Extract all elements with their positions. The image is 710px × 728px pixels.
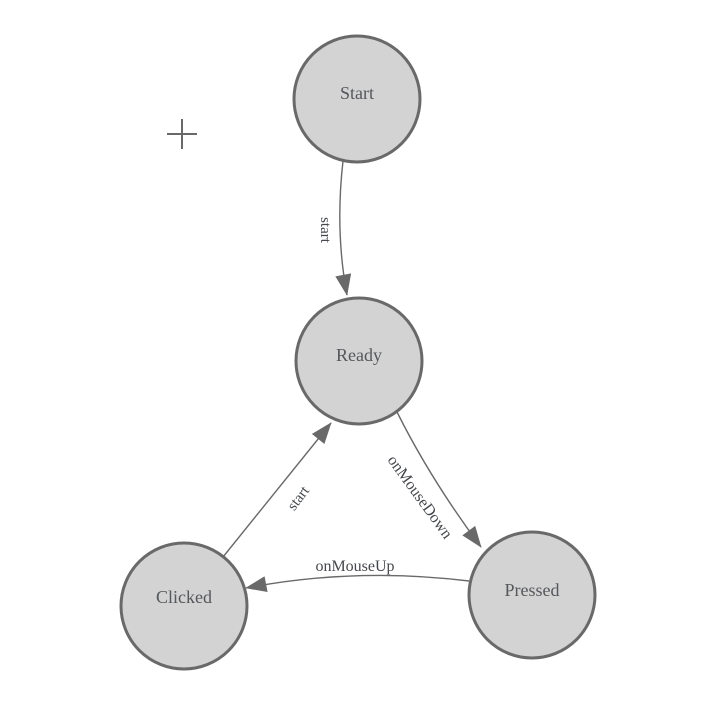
state-label: Clicked <box>156 587 212 607</box>
state-circle <box>119 541 249 671</box>
transition-label: start <box>285 483 314 514</box>
transition-label: onMouseUp <box>315 558 394 575</box>
transition-path[interactable] <box>222 422 332 558</box>
transition-clicked-to-ready[interactable]: start <box>222 422 332 558</box>
transition-label: onMouseDown <box>384 452 456 542</box>
state-label: Pressed <box>505 580 560 600</box>
transition-ready-to-pressed[interactable]: onMouseDown <box>384 411 482 548</box>
state-node-clicked[interactable]: Clicked <box>119 541 249 671</box>
transition-pressed-to-clicked[interactable]: onMouseUp <box>245 558 470 592</box>
state-label: Start <box>340 83 374 103</box>
transition-label: start <box>317 217 333 244</box>
state-node-start[interactable]: Start <box>292 34 422 164</box>
state-node-ready[interactable]: Ready <box>294 296 424 426</box>
state-label: Ready <box>336 345 382 365</box>
transition-path[interactable] <box>396 411 482 548</box>
transition-path[interactable] <box>335 160 352 296</box>
state-node-pressed[interactable]: Pressed <box>467 530 597 660</box>
state-circle <box>294 296 424 426</box>
state-circle <box>292 34 422 164</box>
state-circle <box>467 530 597 660</box>
transition-start-to-ready[interactable]: start <box>317 160 352 296</box>
transition-path[interactable] <box>245 574 470 592</box>
origin-crosshair-icon <box>167 119 197 149</box>
